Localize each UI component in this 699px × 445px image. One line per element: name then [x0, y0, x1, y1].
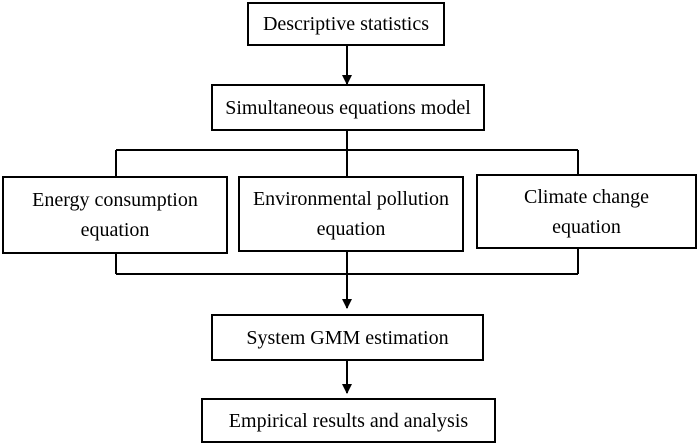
- system-gmm-estimation-box: System GMM estimation: [211, 314, 484, 361]
- descriptive-statistics-box: Descriptive statistics: [247, 2, 445, 46]
- empirical-results-box: Empirical results and analysis: [201, 398, 496, 443]
- energy-consumption-equation-box: Energy consumption equation: [2, 176, 228, 254]
- climate-change-label-line2: equation: [552, 215, 621, 238]
- environmental-pollution-equation-box: Environmental pollution equation: [238, 176, 464, 252]
- system-gmm-estimation-label: System GMM estimation: [246, 326, 449, 349]
- climate-change-label-line1: Climate change: [524, 185, 649, 208]
- environmental-pollution-label-line2: equation: [316, 218, 386, 240]
- climate-change-equation-box: Climate change equation: [476, 174, 697, 249]
- energy-consumption-label-line1: Energy consumption: [32, 189, 198, 211]
- simultaneous-equations-model-label: Simultaneous equations model: [225, 96, 471, 119]
- descriptive-statistics-label: Descriptive statistics: [262, 13, 430, 35]
- environmental-pollution-label-line1: Environmental pollution: [252, 188, 450, 210]
- empirical-results-label: Empirical results and analysis: [228, 409, 469, 432]
- energy-consumption-label-line2: equation: [80, 219, 150, 241]
- simultaneous-equations-model-box: Simultaneous equations model: [211, 84, 485, 131]
